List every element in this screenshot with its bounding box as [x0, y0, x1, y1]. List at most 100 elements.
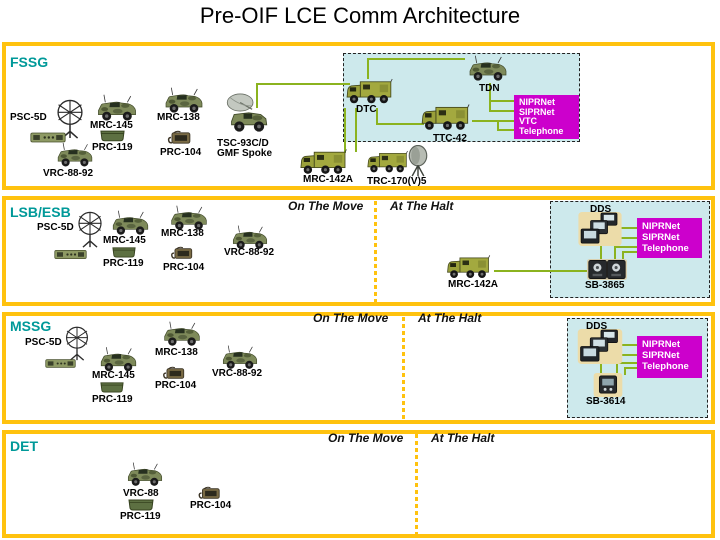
service-siprnet: SIPRNet — [642, 232, 680, 243]
connector-line — [624, 367, 626, 375]
equip-label-psc5d-mssg: PSC-5D — [25, 337, 62, 348]
equip-label-prc104-lsbesb: PRC-104 — [163, 262, 205, 273]
equip-label-mrc142a-fssg: MRC-142A — [303, 174, 354, 185]
equip-label-psc5d-lsbesb: PSC-5D — [37, 222, 74, 233]
connector-line — [616, 362, 618, 375]
connector-line — [344, 108, 346, 153]
manpack-radio-icon — [127, 498, 155, 511]
section-label-lsbesb: LSB/ESB — [10, 204, 71, 220]
move-halt-divider-det — [415, 434, 418, 534]
satellite-dish-truck-icon — [223, 92, 271, 137]
equip-label-tsc93-sub-fssg: GMF Spoke — [217, 148, 273, 159]
move-halt-divider-mssg — [402, 317, 405, 420]
connector-line — [472, 120, 515, 122]
equip-label-mrc145-fssg: MRC-145 — [90, 120, 133, 131]
on-the-move-label-det: On The Move — [328, 431, 404, 445]
switchboard-icon — [586, 258, 628, 281]
humvee-icon — [162, 87, 206, 115]
equip-label-mrc138-mssg: MRC-138 — [155, 347, 198, 358]
node-label-sb3614: SB-3614 — [586, 396, 626, 407]
connector-line — [620, 227, 638, 229]
equip-label-mrc138-lsbesb: MRC-138 — [161, 228, 204, 239]
service-telephone: Telephone — [519, 125, 564, 136]
service-telephone: Telephone — [642, 361, 689, 372]
node-label-dtc: DTC — [356, 104, 377, 115]
connector-line — [624, 367, 638, 369]
connector-line — [600, 245, 602, 259]
service-vtc: VTC — [519, 116, 537, 127]
node-label-sb3865: SB-3865 — [585, 280, 625, 291]
server-stack-icon — [577, 212, 623, 246]
humvee-icon — [461, 55, 515, 83]
section-label-det: DET — [10, 438, 38, 454]
humvee-icon — [95, 94, 139, 123]
connector-line — [600, 362, 602, 376]
equip-label-vrc88-det: VRC-88 — [123, 488, 159, 499]
comm-shelter-truck-icon — [345, 76, 395, 107]
band-det — [2, 430, 715, 538]
humvee-icon — [161, 321, 203, 348]
node-label-dds-mssg: DDS — [586, 321, 608, 332]
tropo-dish-icon — [406, 145, 430, 178]
connector-line — [614, 246, 616, 259]
comm-shelter-truck-icon — [443, 254, 495, 280]
equip-label-mrc138-fssg: MRC-138 — [157, 112, 200, 123]
service-siprnet: SIPRNet — [642, 350, 680, 361]
manpack-radio-icon — [111, 246, 137, 258]
comm-shelter-truck-icon — [420, 102, 472, 133]
connector-line — [256, 84, 258, 108]
section-label-mssg: MSSG — [10, 318, 52, 334]
comm-shelter-truck-icon — [298, 148, 350, 176]
connector-line — [256, 83, 350, 85]
radio-set-icon — [45, 357, 76, 370]
services-box-lsbesb: NIPRNet SIPRNet Telephone — [637, 218, 702, 258]
equip-label-mrc145-lsbesb: MRC-145 — [103, 235, 146, 246]
equip-label-tsc93-fssg: TSC-93C/D — [217, 138, 269, 149]
connector-line — [489, 110, 515, 112]
equip-label-prc119-fssg: PRC-119 — [92, 142, 133, 153]
connector-line — [616, 362, 638, 364]
connector-line — [614, 246, 638, 248]
equip-label-vrc8892-fssg: VRC-88-92 — [43, 168, 94, 179]
equip-label-prc119-lsbesb: PRC-119 — [103, 258, 144, 269]
equip-label-mrc145-mssg: MRC-145 — [92, 370, 135, 381]
server-stack-icon — [577, 329, 623, 364]
connector-line — [497, 129, 515, 131]
connector-line — [367, 59, 369, 79]
equip-label-prc104-mssg: PRC-104 — [155, 380, 197, 391]
connector-line — [620, 354, 638, 356]
node-label-ttc42: TTC-42 — [433, 133, 467, 144]
service-siprnet: SIPRNet — [519, 106, 555, 117]
section-label-fssg: FSSG — [10, 54, 49, 70]
at-the-halt-label-det: At The Halt — [431, 431, 495, 445]
at-the-halt-label-mssg: At The Halt — [418, 311, 482, 325]
connector-line — [622, 251, 624, 259]
service-niprnet: NIPRNet — [519, 97, 556, 107]
connector-line — [376, 123, 424, 125]
hf-radio-icon — [170, 246, 194, 261]
node-label-tdn: TDN — [479, 83, 500, 94]
connector-line — [355, 108, 357, 152]
connector-line — [620, 237, 638, 239]
connector-line — [489, 83, 491, 112]
radio-set-icon — [54, 248, 87, 261]
manpack-radio-icon — [99, 381, 125, 393]
connector-line — [620, 344, 638, 346]
equip-label-psc5d-fssg: PSC-5D — [10, 112, 47, 123]
services-box-mssg: NIPRNet SIPRNet Telephone — [637, 336, 702, 378]
connector-line — [622, 251, 638, 253]
equip-label-prc119-det: PRC-119 — [120, 511, 161, 522]
connector-line — [376, 108, 378, 125]
equip-label-trc170-fssg: TRC-170(V)5 — [367, 176, 427, 187]
humvee-icon — [55, 142, 95, 169]
equip-label-mrc142a-lsbesb: MRC-142A — [448, 279, 499, 290]
equip-label-prc104-det: PRC-104 — [190, 500, 232, 511]
service-telephone: Telephone — [642, 243, 689, 254]
service-niprnet: NIPRNet — [642, 221, 681, 232]
connector-line — [494, 270, 588, 272]
manpack-radio-icon — [99, 129, 126, 142]
at-the-halt-label-lsbesb: At The Halt — [390, 199, 454, 213]
connector-line — [497, 120, 499, 131]
node-label-dds-lsbesb: DDS — [590, 204, 612, 215]
switchboard-icon — [593, 373, 623, 397]
